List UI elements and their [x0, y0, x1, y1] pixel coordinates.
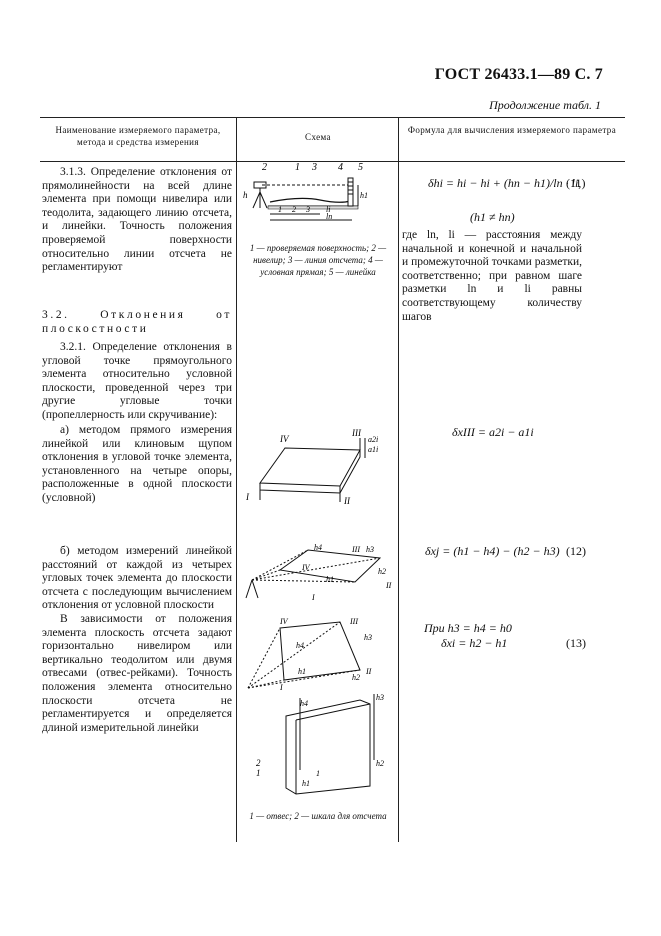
d4-label-iv: IV	[279, 617, 289, 626]
table-top-rule	[40, 117, 625, 118]
label-a2i: a2i	[368, 435, 378, 444]
method-b-text: б) методом измерений линейкой расстояний…	[42, 545, 232, 734]
label-h1: h1	[360, 191, 368, 200]
formula-11-number: (11)	[566, 176, 586, 190]
label-li: li	[326, 205, 330, 214]
label-ln: ln	[326, 212, 332, 221]
corner-label-iii: III	[351, 428, 362, 438]
d5-label-1: 1	[256, 768, 261, 778]
d4-label-h2: h2	[352, 673, 360, 682]
d5-label-h3: h3	[376, 693, 384, 702]
corner-label-i: I	[245, 492, 250, 502]
d4-label-h4: h4	[296, 641, 304, 650]
label-5: 5	[358, 162, 363, 173]
d5-label-1b: 1	[316, 769, 320, 778]
d3-label-h3: h3	[366, 545, 374, 554]
column-header-formula: Формула для вычисления измеряемого парам…	[407, 125, 617, 135]
section-3-2-title: 3.2. Отклонения от плоскостности	[42, 309, 232, 335]
d3-label-ii: II	[385, 581, 392, 590]
d5-label-h4: h4	[300, 699, 308, 708]
method-a-text: а) методом прямого измерения линейкой ил…	[42, 424, 232, 504]
d4-label-h1: h1	[298, 667, 306, 676]
formula-11: δhi = hi − hi + (hn − h1)/ln · li,	[428, 176, 582, 190]
label-4: 4	[338, 162, 343, 173]
table-continuation: Продолжение табл. 1	[489, 98, 601, 112]
formula-11-condition: (h1 ≠ hn)	[470, 210, 515, 224]
formula-a: δxIII = a2i − a1i	[452, 425, 534, 439]
d5-label-h1: h1	[302, 779, 310, 788]
column-divider-2	[398, 117, 399, 842]
formula-12: δxj = (h1 − h4) − (h2 − h3)	[425, 544, 560, 558]
level-instrument-diagram	[252, 181, 268, 209]
d3-label-iv: IV	[301, 563, 311, 572]
formula-11-note: где ln, li — расстояния между начальной …	[402, 229, 582, 323]
formula-13-number: (13)	[566, 636, 586, 650]
formula-13: δxi = h2 − h1	[441, 636, 508, 650]
label-1: 1	[295, 162, 300, 173]
label-2: 2	[262, 162, 267, 173]
d3-label-h4: h4	[314, 543, 322, 552]
d3-label-i: I	[311, 593, 315, 602]
column-divider-1	[236, 117, 237, 842]
formula-12-number: (12)	[566, 544, 586, 558]
table-header-rule	[40, 161, 625, 162]
label-p3: 3	[305, 205, 310, 214]
column-header-parameter: Наименование измеряемого параметра, мето…	[55, 125, 221, 148]
diagram-four-supports: IV III I II a2i a1i	[245, 428, 378, 506]
d4-label-i: I	[279, 683, 283, 692]
d5-label-2: 2	[256, 758, 261, 768]
diagram-theodolite-method: IV h4 III h3 h2 h1 I II	[247, 617, 372, 692]
diagram-level-method: IV h4 III h3 h2 h1 I II	[245, 543, 392, 602]
item-3-2-1-text: 3.2.1. Определение отклонения в угловой …	[42, 341, 232, 421]
label-p1: 1	[278, 205, 282, 214]
caption-plumb: 1 — отвес; 2 — шкала для отсчета	[249, 811, 387, 821]
label-p2: 2	[292, 205, 296, 214]
diagram-plumb-method: h4 h3 2 1 h1 1 h2	[256, 693, 384, 795]
label-h: h	[243, 190, 248, 200]
formula-13-condition: При h3 = h4 = h0	[424, 621, 512, 635]
document-code: ГОСТ 26433.1—89 С. 7	[434, 66, 603, 83]
d3-label-iii: III	[351, 545, 360, 554]
item-3-1-3-text: 3.1.3. Определение отклонения от прямоли…	[42, 166, 232, 274]
d5-label-h2: h2	[376, 759, 384, 768]
d4-label-h3: h3	[364, 633, 372, 642]
d4-label-ii: II	[365, 667, 372, 676]
caption-straightness: 1 — проверяемая поверхность; 2 — нивелир…	[249, 243, 387, 277]
corner-label-iv: IV	[279, 434, 290, 444]
label-a1i: a1i	[368, 445, 378, 454]
corner-label-ii: II	[343, 496, 351, 506]
label-3: 3	[311, 162, 317, 173]
diagram-straightness: 2 1 3 4 5 h h1 1 2 3 li ln	[243, 162, 368, 221]
column-header-scheme: Схема	[305, 132, 331, 142]
d3-label-h1: h1	[326, 575, 334, 584]
d3-label-h2: h2	[378, 567, 386, 576]
d4-label-iii: III	[349, 617, 358, 626]
